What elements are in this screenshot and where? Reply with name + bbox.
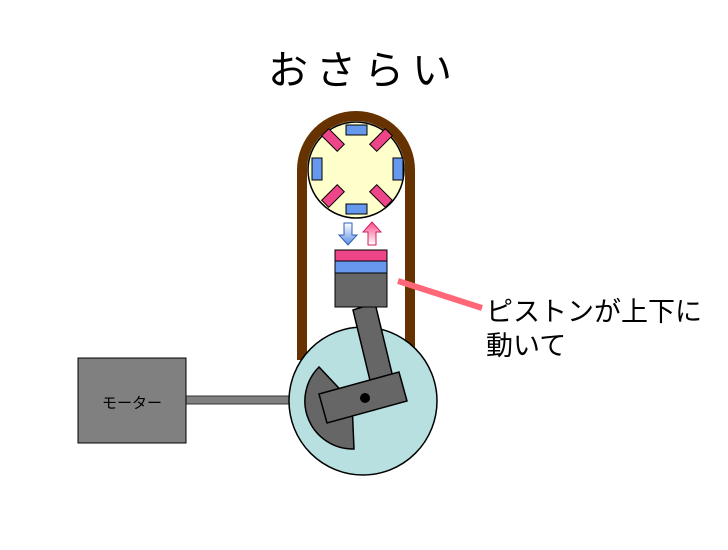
rotor-magnet-left — [311, 157, 323, 181]
rotor-magnet-bottom-left — [320, 183, 346, 209]
arrow-down-icon — [337, 222, 359, 246]
callout-text: ピストンが上下に 動いて — [486, 296, 702, 364]
rotor-magnet-bottom — [345, 203, 368, 215]
piston-magnet-pink — [334, 249, 388, 262]
callout-line-1: ピストンが上下に — [486, 297, 702, 328]
page-title: おさらい — [268, 48, 460, 94]
piston-body — [334, 272, 388, 308]
rotor-magnet-top — [345, 124, 368, 136]
motor-box — [77, 357, 187, 444]
rotor-magnets — [311, 124, 404, 215]
drive-belt — [297, 111, 415, 360]
rotor-magnet-top-left — [320, 127, 346, 153]
rotor-magnet-right — [392, 157, 404, 181]
motor-label: モーター — [101, 394, 162, 412]
callout-pointer — [397, 278, 483, 311]
arrow-up-icon — [361, 221, 383, 246]
piston-magnet-blue — [334, 260, 388, 274]
crank-pin — [360, 393, 370, 403]
motor-shaft — [185, 395, 297, 405]
rotor-magnet-top-right — [368, 127, 394, 153]
rotor-magnet-bottom-right — [368, 183, 394, 209]
callout-line-2: 動いて — [486, 331, 567, 362]
